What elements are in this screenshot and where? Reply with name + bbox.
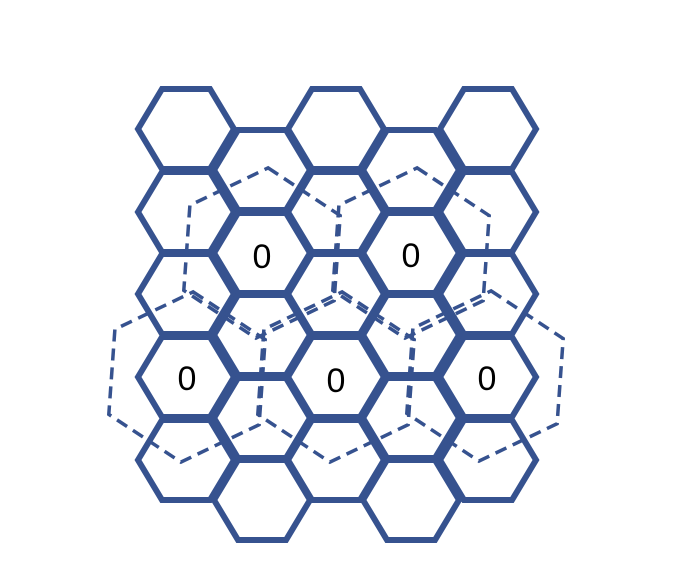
dashed-cluster-4 bbox=[255, 289, 417, 465]
hex-cell-21 bbox=[359, 127, 463, 213]
hex-cell-5 bbox=[134, 417, 238, 503]
cell-label-3: 0 bbox=[178, 360, 197, 398]
cell-labels-layer: 0 0 0 0 0 bbox=[178, 237, 497, 400]
cell-label-5: 0 bbox=[478, 360, 497, 398]
hex-cell-25 bbox=[359, 457, 463, 543]
hex-cell-15 bbox=[436, 417, 540, 503]
cell-label-2: 0 bbox=[402, 237, 421, 275]
dashed-cluster-2 bbox=[330, 165, 492, 341]
cell-label-4: 0 bbox=[327, 362, 346, 400]
hex-cells-layer bbox=[134, 86, 540, 543]
dashed-clusters-layer bbox=[106, 165, 566, 465]
dashed-cluster-1 bbox=[181, 165, 343, 341]
dashed-cluster-5 bbox=[404, 288, 566, 464]
hex-cell-20 bbox=[210, 457, 314, 543]
dashed-cluster-3 bbox=[106, 289, 268, 465]
cell-label-1: 0 bbox=[253, 238, 272, 276]
hex-cell-16 bbox=[210, 127, 314, 213]
